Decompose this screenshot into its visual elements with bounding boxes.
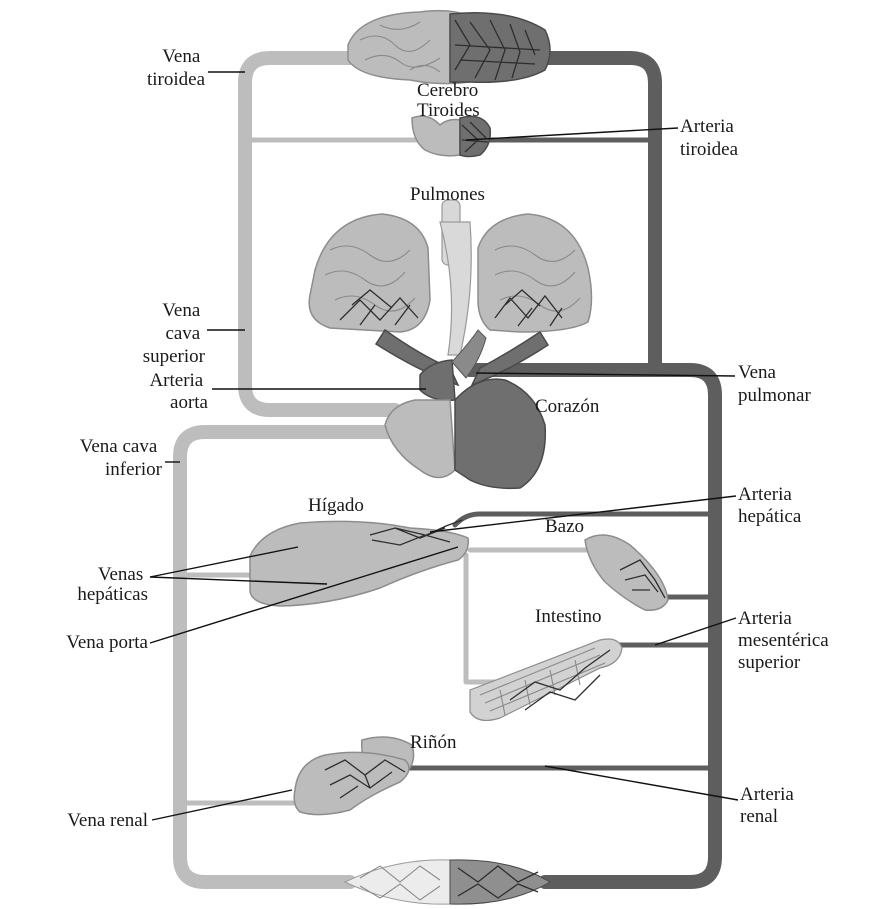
label-intestino: Intestino	[535, 606, 602, 627]
label-cerebro: Cerebro	[417, 80, 478, 101]
label-vena-cava-inferior: Vena cava inferior	[80, 436, 163, 480]
kidney	[294, 737, 413, 815]
label-vena-cava-superior: Vena cava superior	[143, 300, 206, 367]
label-vena-pulmonar: Vena pulmonar	[738, 362, 811, 406]
label-vena-renal: Vena renal	[67, 810, 148, 831]
label-rinon: Riñón	[410, 732, 457, 753]
label-arteria-renal: Arteria renal	[740, 784, 799, 827]
liver	[250, 520, 468, 606]
label-corazon: Corazón	[535, 396, 600, 417]
label-arteria-tiroidea: Arteria tiroidea	[680, 116, 739, 160]
label-tiroides: Tiroides	[417, 100, 480, 121]
label-vena-tiroidea: Vena tiroidea	[147, 46, 206, 90]
label-venas-hepaticas: Venas hepáticas	[77, 564, 148, 605]
label-arteria-hepatica: Arteria hepática	[738, 484, 802, 527]
label-arteria-aorta: Arteria aorta	[149, 370, 208, 413]
label-pulmones: Pulmones	[410, 184, 485, 205]
label-vena-porta: Vena porta	[66, 632, 148, 653]
label-arteria-mesenterica-superior: Arteria mesentérica superior	[738, 608, 833, 673]
lower-capillary-bed	[345, 860, 550, 904]
brain	[348, 11, 550, 84]
thyroid	[412, 116, 490, 156]
label-bazo: Bazo	[545, 516, 584, 537]
label-higado: Hígado	[308, 495, 364, 516]
spleen	[585, 535, 668, 610]
